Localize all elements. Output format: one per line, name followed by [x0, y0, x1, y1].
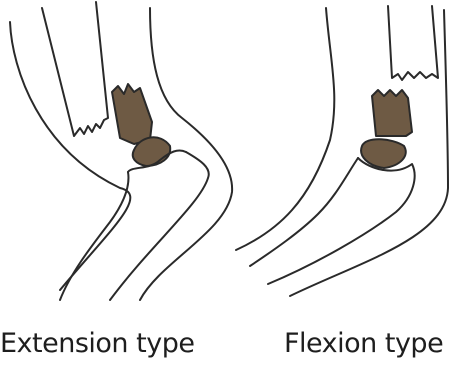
- extension-type-figure: [10, 2, 232, 300]
- flexion-humerus-shaft: [388, 6, 438, 80]
- flexion-type-figure: [236, 6, 448, 296]
- extension-ulna-top: [110, 152, 209, 300]
- extension-type-label: Extension type: [0, 328, 194, 359]
- flexion-type-label: Flexion type: [284, 328, 443, 359]
- flexion-ulna-top: [268, 158, 415, 284]
- extension-ulna-bottom: [60, 172, 128, 300]
- extension-distal-fragment: [112, 84, 152, 144]
- flexion-condyle: [361, 139, 406, 168]
- flexion-distal-fragment: [372, 90, 412, 136]
- flexion-ulna-bottom: [250, 158, 358, 266]
- extension-arm-outline-left: [10, 22, 130, 290]
- extension-humerus-shaft: [42, 2, 108, 136]
